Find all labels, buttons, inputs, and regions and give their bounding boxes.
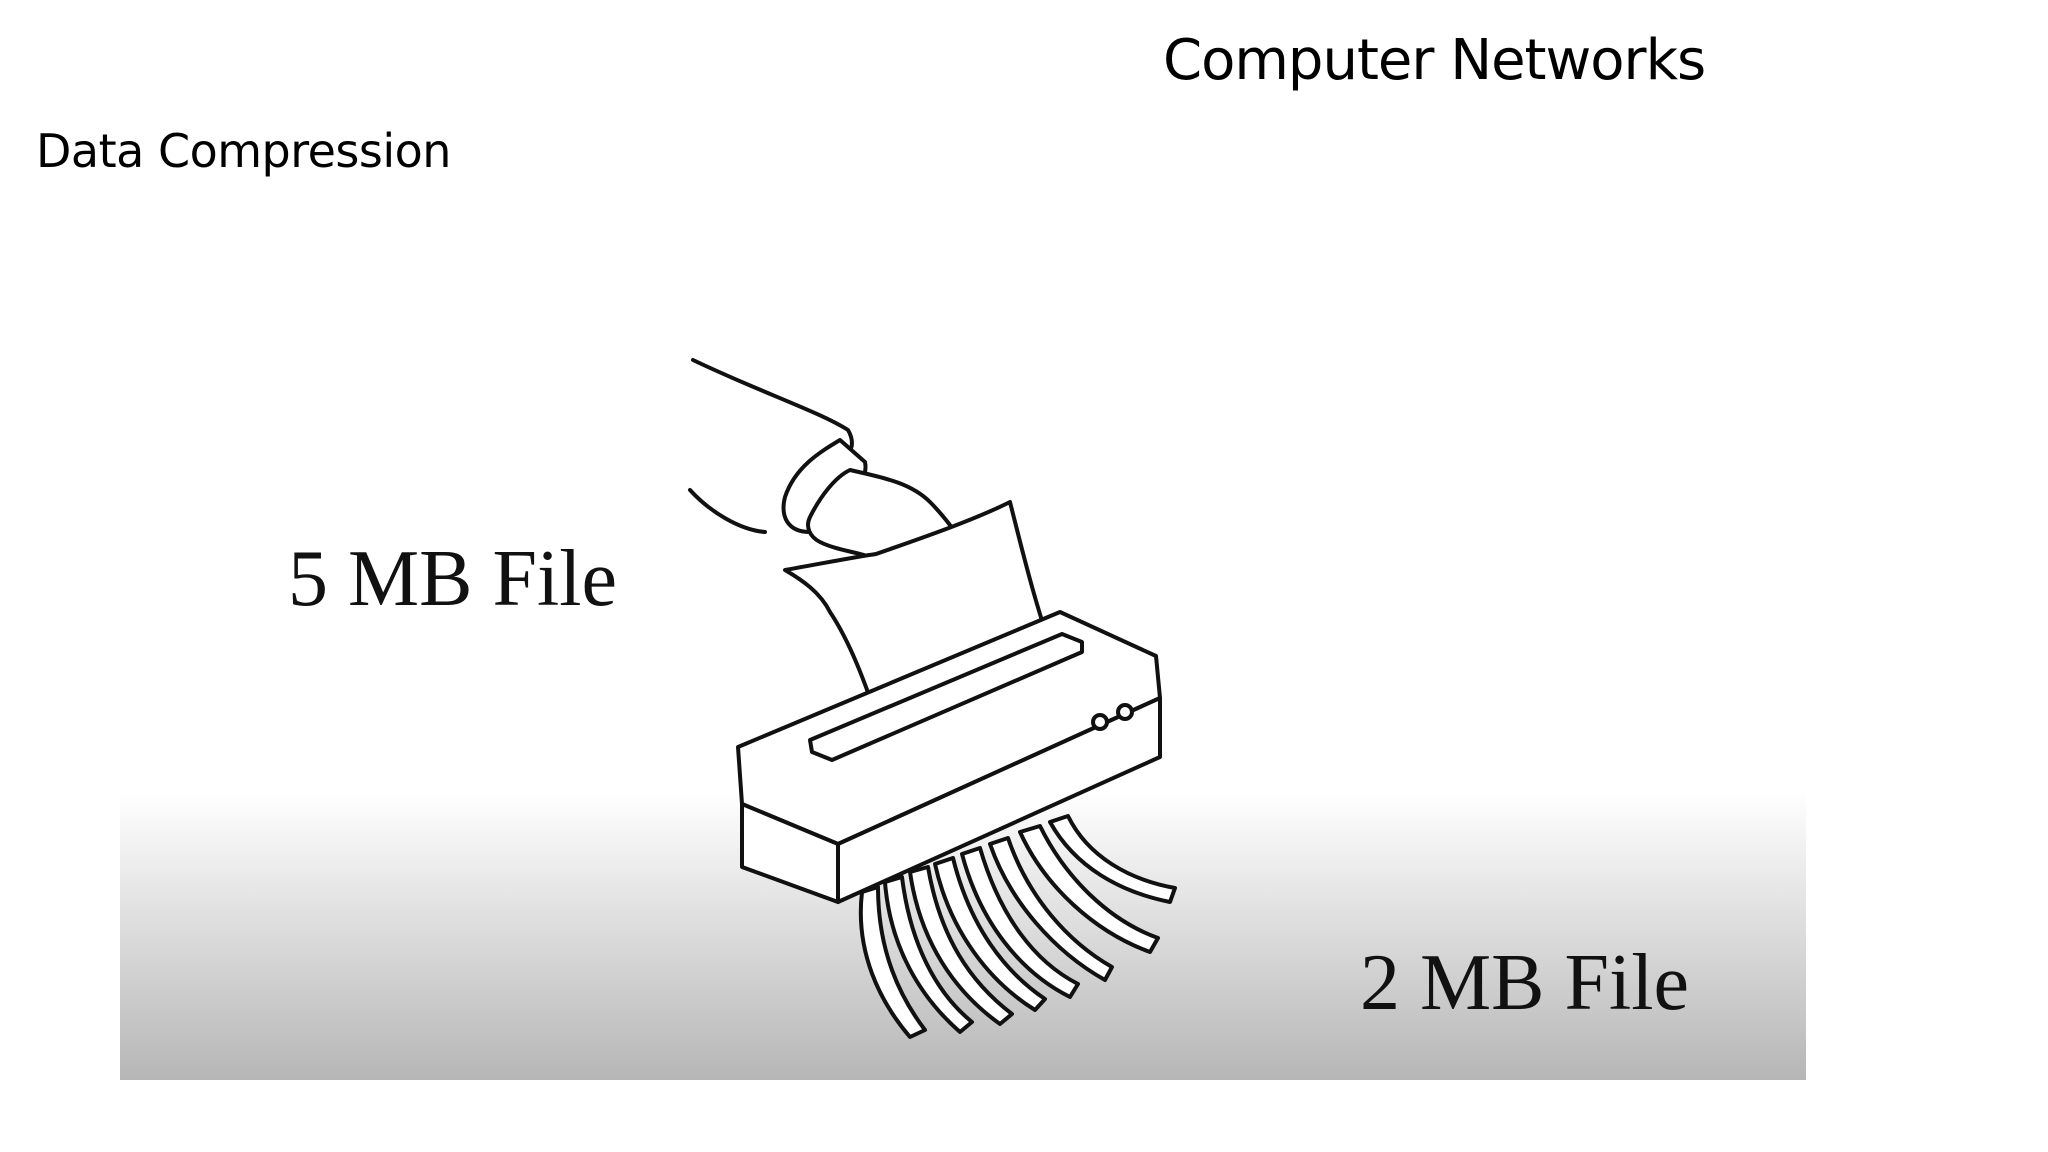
slide-subtitle: Data Compression — [36, 124, 451, 178]
shredder-button-2 — [1116, 703, 1134, 721]
label-5mb-file: 5 MB File — [288, 535, 617, 623]
shredder-button-1 — [1091, 713, 1109, 731]
shredded-strips — [858, 814, 1177, 1039]
slide-title: Computer Networks — [1163, 28, 1706, 93]
shredder-drawing — [120, 358, 1806, 1080]
label-2mb-file: 2 MB File — [1360, 939, 1689, 1027]
compression-illustration: 5 MB File 2 MB File — [120, 262, 1806, 1080]
sleeve — [691, 358, 854, 460]
shredder-side — [836, 696, 1162, 904]
shredder-slot — [808, 632, 1084, 762]
